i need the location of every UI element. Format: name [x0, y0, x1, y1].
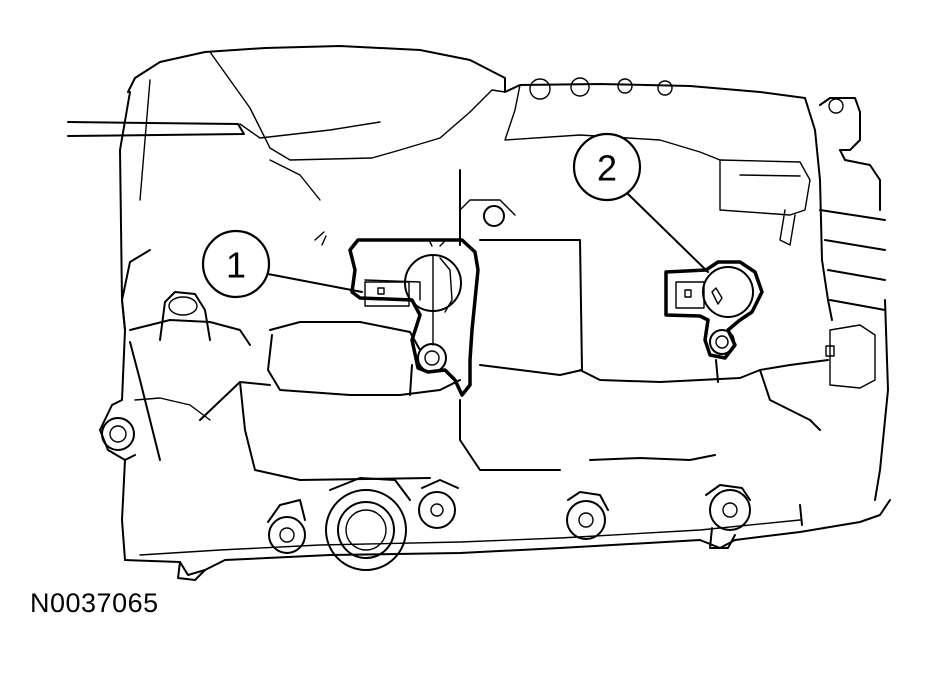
- bottom-bolt-bosses: [267, 477, 751, 571]
- case-bottom-edge: [124, 499, 891, 581]
- sensor-2-assembly: [664, 260, 764, 383]
- top-bolt-row: [529, 77, 673, 100]
- case-right-housing: [719, 97, 889, 501]
- sensor-1-assembly: [348, 238, 480, 397]
- callout-1: 1: [201, 229, 271, 299]
- callout-2-circle: [572, 132, 642, 202]
- callout-1-circle: [201, 229, 271, 299]
- callout-2-number: 2: [597, 148, 617, 189]
- callout-1-leader: [267, 273, 363, 293]
- callout-2-leader: [627, 193, 709, 273]
- callout-1-number: 1: [226, 245, 246, 286]
- left-mount-boss: [99, 291, 251, 561]
- callout-2: 2: [572, 132, 642, 202]
- callout-leaders: [267, 193, 709, 293]
- figure-id-label: N0037065: [30, 588, 159, 618]
- case-misc-features: [269, 159, 516, 246]
- case-upper-outline: [67, 45, 806, 331]
